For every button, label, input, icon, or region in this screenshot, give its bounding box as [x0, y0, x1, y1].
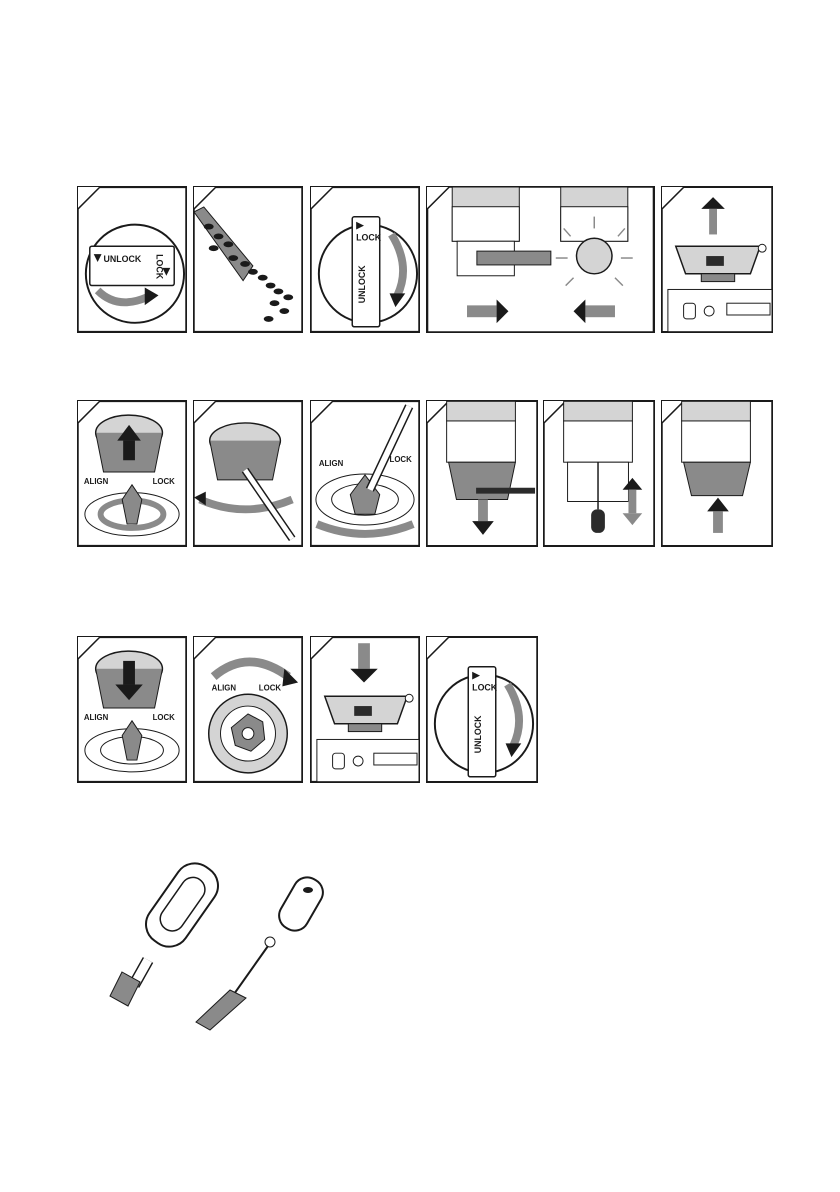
lock-label: LOCK [153, 713, 176, 722]
cleaning-brushes-illustration [100, 860, 340, 1035]
grinder-sequence-illustration [427, 187, 654, 332]
brush-lower-illustration: ALIGN LOCK [311, 401, 419, 546]
burr-insert-illustration: ALIGN LOCK [78, 637, 186, 782]
step-dial-unlock: UNLOCK LOCK [77, 186, 187, 333]
portafilter-icon [477, 251, 551, 265]
unlock-label: UNLOCK [104, 254, 142, 264]
step-chute-reinsert [661, 400, 773, 547]
step-hopper-grinder-sequence [426, 186, 655, 333]
chute-reinsert-illustration [662, 401, 772, 546]
small-brush-icon [591, 509, 605, 533]
hopper-lift-illustration [662, 187, 772, 332]
step-hopper-insert [310, 636, 420, 783]
large-cleaning-brush-icon [110, 860, 226, 1006]
cleaning-tools [100, 860, 340, 1035]
lock-label: LOCK [153, 477, 176, 486]
lock-label: LOCK [155, 254, 165, 280]
step-brush-lower-burr: ALIGN LOCK [310, 400, 420, 547]
step-burr-insert: ALIGN LOCK [77, 636, 187, 783]
step-grinder-chute-clean [426, 400, 538, 547]
unlock-label: UNLOCK [357, 265, 367, 303]
align-label: ALIGN [319, 459, 344, 468]
burr-remove-illustration: ALIGN LOCK [78, 401, 186, 546]
lock-label: LOCK [472, 682, 498, 692]
unlock-label: UNLOCK [473, 715, 483, 753]
step-brush-upper-burr [193, 400, 303, 547]
beans-illustration [194, 187, 302, 332]
lock-label: LOCK [390, 455, 413, 464]
hopper-insert-illustration [311, 637, 419, 782]
align-label: ALIGN [84, 477, 109, 486]
step-hopper-lift-out [661, 186, 773, 333]
lock-label: LOCK [356, 232, 382, 242]
brush-upper-illustration [194, 401, 302, 546]
step-small-brush-chute [543, 400, 655, 547]
dial-lock-final-illustration: LOCK UNLOCK [427, 637, 537, 782]
step-burr-align-lock: ALIGN LOCK [193, 636, 303, 783]
small-brush-illustration [544, 401, 654, 546]
align-label: ALIGN [212, 683, 237, 692]
dial-unlock-illustration: UNLOCK LOCK [78, 187, 186, 332]
dial-lock-illustration: LOCK UNLOCK [311, 187, 419, 332]
chute-clean-illustration [427, 401, 537, 546]
step-dial-lock-final: LOCK UNLOCK [426, 636, 538, 783]
lock-label: LOCK [259, 683, 282, 692]
step-dial-lock: LOCK UNLOCK [310, 186, 420, 333]
step-burr-remove: ALIGN LOCK [77, 400, 187, 547]
align-label: ALIGN [84, 713, 109, 722]
burr-align-illustration: ALIGN LOCK [194, 637, 302, 782]
step-beans-removed [193, 186, 303, 333]
